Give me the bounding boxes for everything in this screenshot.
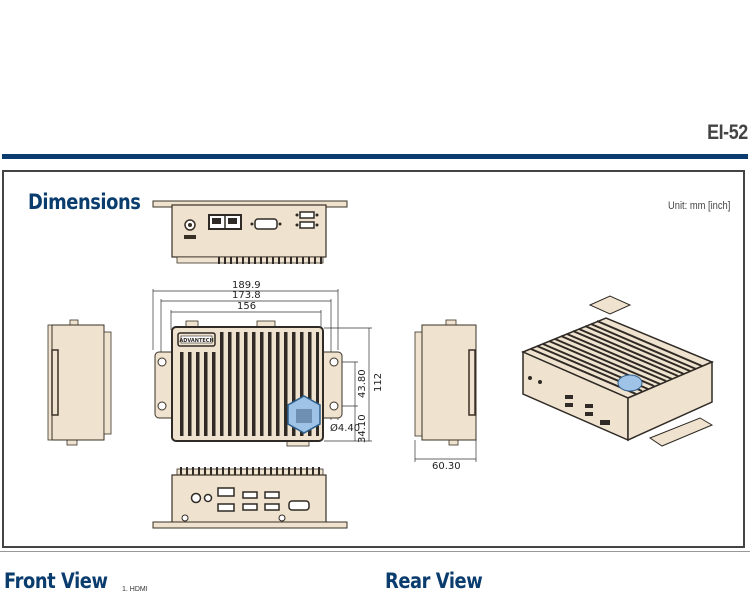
top-view-drawing: ADVANTECH bbox=[152, 289, 372, 447]
unit-label: Unit: mm [inch] bbox=[667, 200, 730, 212]
dimensions-title: Dimensions bbox=[28, 190, 141, 214]
front-view-title: Front View bbox=[4, 569, 108, 593]
dim-hole-diameter: Ø4.40 bbox=[330, 423, 361, 434]
section-divider bbox=[0, 551, 750, 552]
dim-width-mount: 173.8 bbox=[232, 290, 261, 301]
right-side-drawing bbox=[414, 319, 477, 462]
rear-view-title: Rear View bbox=[385, 569, 483, 593]
left-side-drawing bbox=[47, 319, 112, 446]
dim-width-overall: 189.9 bbox=[232, 280, 261, 291]
dim-mount-spacing: 43.80 bbox=[357, 369, 368, 398]
dimensions-frame bbox=[2, 170, 745, 548]
header-rule bbox=[2, 154, 748, 159]
rear-panel-drawing bbox=[152, 200, 348, 264]
front-panel-drawing bbox=[152, 467, 348, 529]
dim-depth: 60.30 bbox=[432, 461, 461, 472]
isometric-drawing bbox=[521, 295, 714, 447]
brand-label: ADVANTECH bbox=[179, 338, 213, 344]
front-view-note: 1. HDMI bbox=[122, 586, 148, 593]
model-name: EI-52 bbox=[707, 121, 748, 144]
dim-width-body: 156 bbox=[237, 301, 257, 312]
dim-height-overall: 112 bbox=[373, 372, 384, 392]
